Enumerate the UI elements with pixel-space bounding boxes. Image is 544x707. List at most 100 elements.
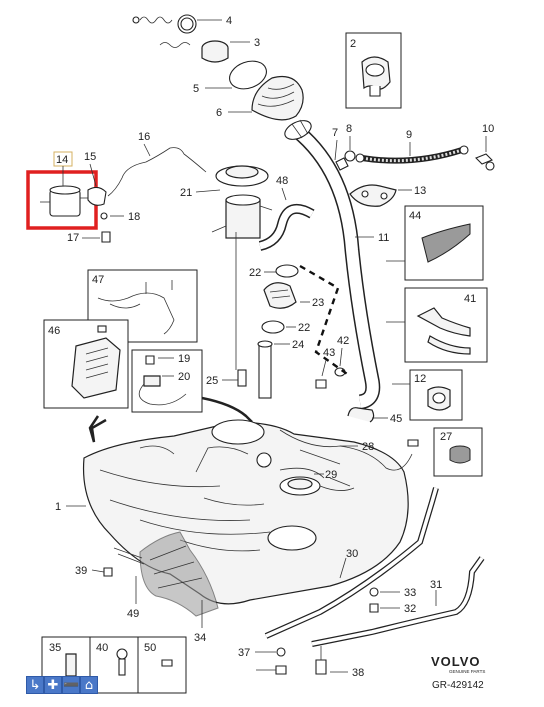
part-20-connector[interactable] — [138, 375, 187, 406]
part-29-sender-unit[interactable] — [279, 476, 355, 496]
part-46-control-module[interactable] — [71, 325, 121, 399]
callout-4: 4 — [226, 15, 232, 27]
callout-8: 8 — [346, 123, 352, 135]
callout-50: 50 — [144, 642, 156, 654]
part-9-ground-strap[interactable] — [355, 145, 469, 164]
callout-35: 35 — [49, 642, 61, 654]
detail-box-40 — [89, 636, 139, 694]
callout-15: 15 — [84, 151, 96, 163]
callout-14: 14 — [56, 154, 68, 166]
part-24-pipe[interactable] — [257, 340, 273, 399]
part-50-clip[interactable] — [161, 659, 173, 667]
part-14-fuel-filter[interactable] — [40, 185, 92, 217]
pointer-20 — [201, 396, 253, 423]
callout-49: 49 — [127, 608, 139, 620]
callout-19: 19 — [178, 353, 190, 365]
part-25-sleeve[interactable] — [237, 369, 247, 387]
zoom-in-button[interactable]: ✚ — [44, 676, 62, 694]
callout-17: 17 — [67, 232, 79, 244]
part-34-heat-shield[interactable] — [139, 531, 219, 617]
part-33-nut[interactable] — [369, 587, 379, 597]
part-48-hose[interactable] — [258, 203, 315, 251]
part-2-clamp[interactable] — [361, 56, 391, 97]
callout-11: 11 — [378, 232, 389, 244]
callout-18: 18 — [128, 211, 140, 223]
callout-13: 13 — [414, 185, 426, 197]
genuine-parts-label: GENUINE PARTS — [449, 669, 485, 674]
part-40-bolt[interactable] — [116, 648, 128, 676]
callout-12: 12 — [414, 373, 426, 385]
part-17-bolt[interactable] — [101, 231, 111, 243]
callout-40: 40 — [96, 642, 108, 654]
minus-icon: ➖ — [63, 678, 80, 693]
part-5-ring[interactable] — [226, 56, 271, 93]
callout-43: 43 — [323, 347, 335, 359]
callout-16: 16 — [138, 131, 150, 143]
callout-9: 9 — [406, 129, 412, 141]
callout-22a: 22 — [249, 267, 261, 279]
callout-46: 46 — [48, 325, 60, 337]
callout-33: 33 — [404, 587, 416, 599]
callout-42: 42 — [337, 335, 349, 347]
home-button[interactable]: ⌂ — [80, 676, 98, 694]
part-23-hose[interactable] — [263, 282, 297, 309]
part-31-strap[interactable] — [311, 556, 485, 647]
part-49-bracket[interactable] — [113, 547, 145, 565]
callout-23: 23 — [312, 297, 324, 309]
part-10-bolt[interactable] — [475, 153, 495, 171]
part-28-line[interactable] — [279, 429, 413, 471]
part-22-clamp-lower[interactable] — [261, 320, 285, 334]
part-11-filler-neck[interactable] — [282, 117, 381, 410]
part-44-pad[interactable] — [421, 223, 471, 263]
callout-37: 37 — [238, 647, 250, 659]
callout-38: 38 — [352, 667, 364, 679]
part-41-strap[interactable] — [416, 307, 471, 355]
callout-7: 7 — [332, 127, 338, 139]
part-37-nut[interactable] — [275, 665, 287, 675]
part-1-fuel-tank[interactable] — [82, 419, 409, 605]
part-8-bolt[interactable] — [335, 150, 356, 171]
callout-10: 10 — [482, 123, 494, 135]
callout-6: 6 — [216, 107, 222, 119]
part-47-wiring-harness[interactable] — [97, 280, 175, 335]
part-28-connector[interactable] — [407, 439, 419, 447]
callout-22b: 22 — [298, 322, 310, 334]
part-6-rubber-boot[interactable] — [251, 75, 304, 121]
volvo-logo: VOLVO — [431, 654, 481, 669]
part-12-clip[interactable] — [427, 386, 451, 411]
callout-24: 24 — [292, 339, 304, 351]
callout-41: 41 — [464, 293, 476, 305]
part-3-cap[interactable] — [159, 40, 229, 63]
part-21-fuel-pump[interactable] — [211, 165, 273, 239]
part-19-screw[interactable] — [145, 355, 155, 365]
part-43-bolt[interactable] — [315, 379, 327, 389]
callout-31: 31 — [430, 579, 442, 591]
callout-34: 34 — [194, 632, 206, 644]
callout-28: 28 — [362, 441, 374, 453]
part-13-bracket[interactable] — [349, 184, 397, 207]
part-39-bolt[interactable] — [103, 567, 113, 577]
callout-32: 32 — [404, 603, 416, 615]
callout-45: 45 — [390, 413, 402, 425]
zoom-out-button[interactable]: ➖ — [62, 676, 80, 694]
part-22-clamp-upper[interactable] — [275, 264, 299, 278]
callout-39: 39 — [75, 565, 87, 577]
part-27-cap[interactable] — [449, 445, 471, 464]
part-32-bolt[interactable] — [369, 603, 379, 613]
part-15-bracket[interactable] — [87, 186, 107, 206]
callout-21: 21 — [180, 187, 192, 199]
part-37-washer[interactable] — [276, 647, 286, 657]
part-38-clip[interactable] — [315, 646, 327, 675]
plus-icon: ✚ — [47, 678, 59, 693]
cursor-icon: ↳ — [29, 678, 41, 693]
part-16-fuel-line[interactable] — [107, 147, 207, 197]
part-30-strap[interactable] — [264, 487, 439, 639]
part-18-nut[interactable] — [100, 212, 108, 220]
select-tool-button[interactable]: ↳ — [26, 676, 44, 694]
part-4-clip[interactable] — [132, 14, 197, 34]
part-35-clip[interactable] — [65, 653, 77, 677]
part-45-hose[interactable] — [347, 407, 375, 423]
callout-25: 25 — [206, 375, 218, 387]
pointer-46 — [88, 415, 107, 443]
